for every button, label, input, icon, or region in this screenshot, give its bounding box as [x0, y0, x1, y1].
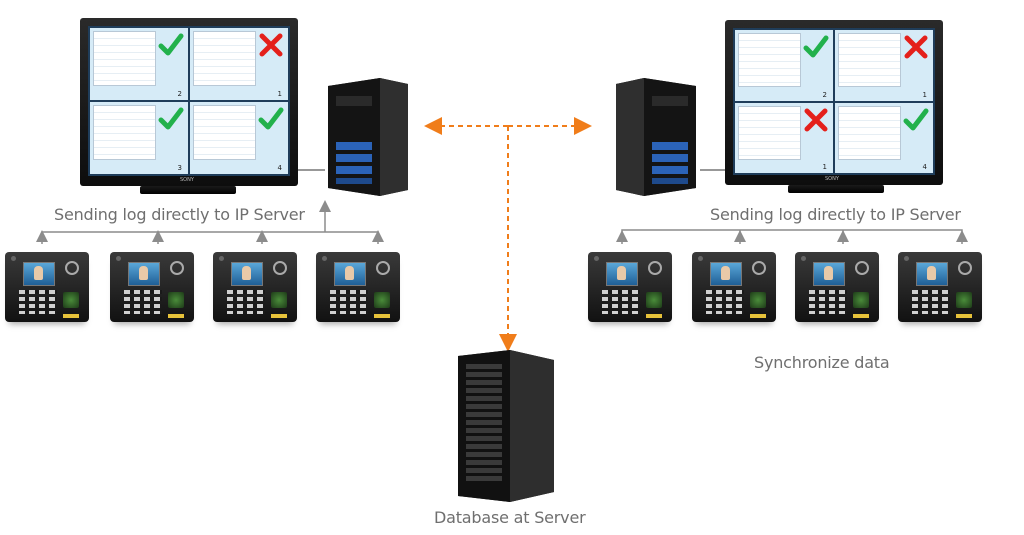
left-pane-form: [193, 105, 256, 161]
right-device-bus: [616, 229, 968, 244]
left-pane-form: [193, 31, 256, 87]
check-icon: [158, 107, 184, 130]
right-pane-form: [738, 33, 801, 88]
right-monitor-screen: 2 1 1 4: [733, 28, 935, 175]
server-tower-icon: [328, 78, 408, 196]
right-monitor: 2 1 1 4: [725, 20, 943, 185]
pane-number: 1: [822, 163, 827, 171]
time-attendance-terminal-icon: [692, 252, 776, 322]
left-pane-form: [93, 31, 156, 87]
pane-number: 3: [177, 164, 182, 172]
pane-number: 2: [822, 90, 827, 99]
check-icon: [158, 33, 184, 56]
time-attendance-terminal-icon: [316, 252, 400, 322]
right-pane: 1: [735, 102, 833, 173]
right-pane-form: [838, 33, 901, 88]
monitor-brand: SONY: [825, 176, 839, 182]
cross-icon: [904, 35, 928, 59]
time-attendance-terminal-icon: [898, 252, 982, 322]
time-attendance-terminal-icon: [213, 252, 297, 322]
right-pane-form: [738, 105, 801, 160]
left-pane-form: [93, 105, 156, 161]
right-pane: 1: [835, 30, 933, 101]
right-pane: 4: [835, 102, 933, 173]
pane-number: 4: [922, 163, 927, 171]
time-attendance-terminal-icon: [588, 252, 672, 322]
left-monitor-screen: 2 1 3 4: [88, 26, 290, 176]
left-device-bus: [36, 200, 384, 244]
left-pane: 2: [90, 28, 188, 100]
sync-arrows: [424, 117, 592, 352]
left-monitor: 2 1 3 4: [80, 18, 298, 186]
pane-number: 4: [277, 164, 282, 172]
sync-caption: Synchronize data: [754, 353, 890, 372]
check-icon: [903, 108, 929, 130]
pane-number: 2: [177, 90, 182, 98]
right-pane-form: [838, 105, 901, 160]
cross-icon: [804, 108, 828, 131]
right-monitor-stand: [788, 185, 884, 193]
check-icon: [803, 35, 829, 58]
right-pane: 2: [735, 30, 833, 101]
right-caption: Sending log directly to IP Server: [710, 205, 961, 224]
left-pane: 1: [190, 28, 288, 100]
db-caption: Database at Server: [434, 508, 586, 527]
left-pane: 4: [190, 102, 288, 174]
database-server-icon: [458, 350, 554, 502]
left-caption: Sending log directly to IP Server: [54, 205, 305, 224]
time-attendance-terminal-icon: [5, 252, 89, 322]
cross-icon: [259, 33, 283, 57]
left-monitor-stand: [140, 186, 236, 194]
left-pane: 3: [90, 102, 188, 174]
pane-number: 1: [277, 90, 282, 98]
check-icon: [258, 107, 284, 130]
pane-number: 1: [922, 90, 927, 99]
server-tower-icon: [616, 78, 696, 196]
monitor-brand: SONY: [180, 177, 194, 183]
time-attendance-terminal-icon: [795, 252, 879, 322]
time-attendance-terminal-icon: [110, 252, 194, 322]
